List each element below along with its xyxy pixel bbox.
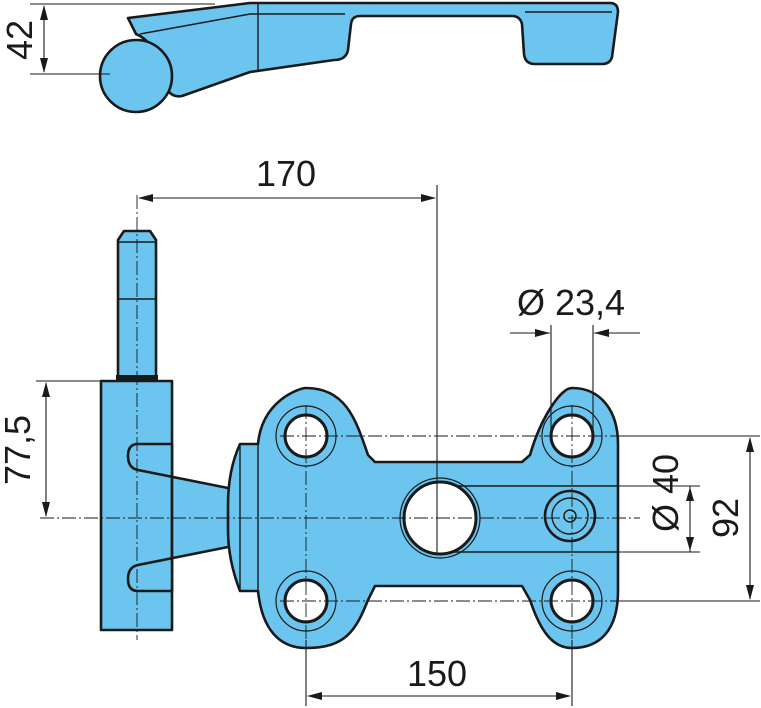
dimension-arrow (746, 437, 754, 452)
dimension-arrow (686, 537, 694, 551)
hinge-barrel (99, 379, 174, 632)
dimension-arrow (421, 194, 436, 202)
dimension-arrow (138, 194, 153, 202)
dimension-arrow (594, 329, 609, 337)
dimensions: 170 Ø 23,4 77,5 Ø 40 92 1 (0, 153, 760, 706)
grease-nipple-ring (551, 497, 589, 535)
side-view-pin (98, 38, 174, 114)
dimension-label-170: 170 (256, 153, 316, 194)
dimension-label-77-5: 77,5 (0, 415, 38, 485)
dimension-arrow (746, 585, 754, 600)
dimension-arrow (42, 502, 50, 517)
dimension-label-42: 42 (0, 20, 40, 60)
side-view: 42 (0, 1, 620, 114)
dimension-arrow (535, 329, 550, 337)
dimension-arrow (686, 487, 694, 501)
side-view-arm (126, 1, 620, 98)
dimension-arrow (307, 692, 322, 700)
dimension-arrow (40, 58, 48, 73)
dimension-label-92: 92 (705, 498, 746, 538)
dimension-label-150: 150 (407, 653, 467, 694)
dimension-arrow (42, 382, 50, 397)
grease-nipple-center (563, 509, 577, 523)
dimension-arrow (556, 692, 571, 700)
dimension-label-hole-diameter: Ø 23,4 (517, 282, 625, 323)
front-view (40, 195, 640, 650)
side-view-edge (139, 13, 345, 35)
dimension-label-hub-diameter: Ø 40 (645, 454, 686, 532)
dimension-arrow (40, 5, 48, 20)
